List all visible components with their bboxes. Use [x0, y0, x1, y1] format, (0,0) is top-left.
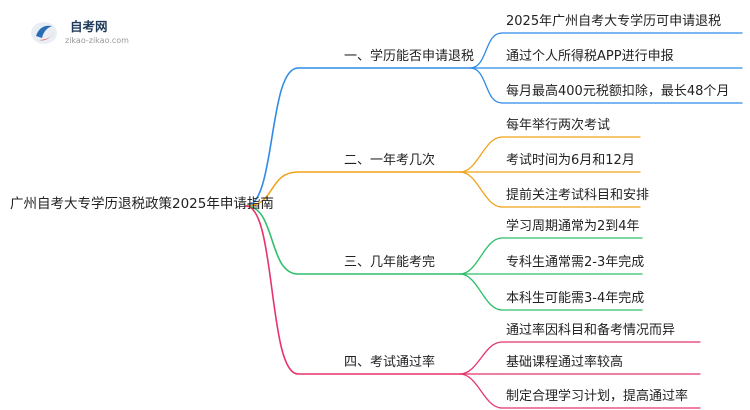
leaf-label: 通过率因科目和备考情况而异 [506, 323, 676, 338]
root-to-branch-connector [245, 67, 299, 207]
leaf-label: 每月最高400元税额扣除，最长48个月 [506, 84, 730, 99]
leaf-label: 学习周期通常为2到4年 [506, 219, 640, 234]
branch-label: 一、学历能否申请退税 [344, 49, 475, 64]
logo-subtitle: zikao-zikao.com [65, 36, 129, 45]
leaf-label: 基础课程通过率较高 [506, 355, 624, 370]
logo-mark-icon [31, 22, 57, 44]
logo-title: 自考网 [70, 19, 108, 34]
leaf-label: 本科生可能需3-4年完成 [506, 291, 645, 306]
leaf-label: 考试时间为6月和12月 [506, 153, 635, 168]
root-to-branch-connector [245, 205, 299, 375]
leaf-label: 专科生通常需2-3年完成 [506, 255, 645, 270]
branch-label: 二、一年考几次 [344, 153, 436, 168]
branch-label: 三、几年能考完 [344, 255, 436, 270]
branch-to-leaf-connector [469, 32, 503, 69]
branch-to-leaf-connector [459, 237, 503, 275]
branch-to-leaf-connector [459, 136, 503, 173]
root-to-branch-connector [245, 171, 299, 207]
branch-to-leaf-connector [469, 67, 503, 104]
root-to-branch-connector [245, 205, 299, 275]
leaf-label: 制定合理学习计划，提高通过率 [506, 389, 689, 404]
root-node: 广州自考大专学历退税政策2025年申请指南 [10, 196, 274, 212]
branch-to-leaf-connector [459, 341, 503, 375]
leaf-label: 2025年广州自考大专学历可申请退税 [506, 14, 722, 29]
branch-to-leaf-connector [459, 171, 503, 208]
branch-label: 四、考试通过率 [344, 355, 436, 370]
leaf-label: 通过个人所得税APP进行申报 [506, 49, 674, 64]
leaf-label: 提前关注考试科目和安排 [506, 188, 650, 203]
branch-to-leaf-connector [459, 373, 503, 409]
branch-to-leaf-connector [459, 273, 503, 311]
logo: 自考网 zikao-zikao.com [30, 18, 150, 50]
leaf-label: 每年举行两次考试 [506, 118, 611, 133]
